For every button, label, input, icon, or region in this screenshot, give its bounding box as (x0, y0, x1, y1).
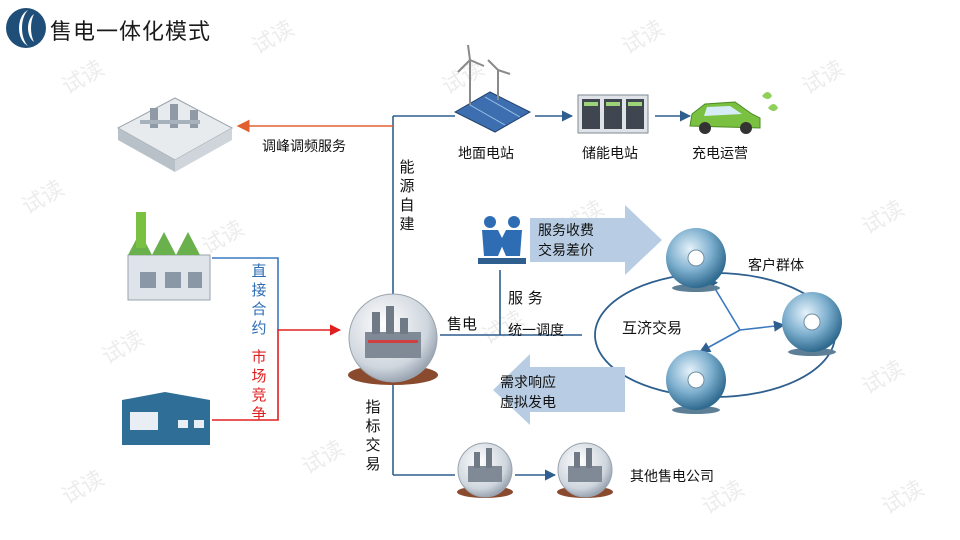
self-build-connector (392, 115, 455, 300)
service-fee-label: 服务收费 (538, 223, 594, 239)
customer-globe-icon-3 (666, 350, 726, 414)
mutual-trade-label: 互济交易 (622, 319, 683, 337)
electric-car-icon (689, 92, 778, 134)
battery-cabinet-icon (577, 94, 649, 134)
sell-power-label: 售电 (447, 315, 478, 333)
market-compete-label: 市场竞争 (251, 348, 267, 423)
service-label: 服 务 (508, 289, 543, 307)
logo-icon (6, 8, 46, 48)
factory-icon (127, 212, 211, 301)
other-company-globe-icon-2 (557, 442, 613, 498)
direct-contract-line (212, 257, 279, 330)
company-globe-icon (348, 293, 438, 385)
self-build-label: 能源自建 (399, 158, 415, 233)
customer-globe-icon (666, 228, 726, 292)
customer-globe-icon-2 (782, 292, 842, 356)
direct-contract-label: 直接合约 (251, 262, 267, 337)
charging-label: 充电运营 (692, 146, 748, 162)
other-companies-label: 其他售电公司 (630, 469, 714, 485)
virtual-gen-label: 虚拟发电 (500, 395, 556, 411)
demand-response-arrow (493, 354, 625, 425)
peak-service-label: 调峰调频服务 (262, 139, 346, 155)
customer-group-label: 客户群体 (748, 258, 804, 274)
trade-spread-label: 交易差价 (538, 243, 594, 259)
handshake-icon (478, 216, 526, 264)
index-trade-label: 指标交易 (365, 398, 381, 473)
ground-station-label: 地面电站 (458, 146, 514, 162)
market-compete-line (212, 324, 342, 421)
building-3d-icon (116, 97, 234, 172)
unified-dispatch-label: 统一调度 (508, 323, 564, 339)
demand-response-label: 需求响应 (500, 375, 556, 391)
solar-wind-icon (453, 44, 532, 133)
warehouse-icon (122, 392, 210, 445)
service-fee-arrow (530, 205, 662, 275)
other-company-globe-icon (457, 442, 513, 498)
storage-station-label: 储能电站 (582, 146, 638, 162)
page-title: 售电一体化模式 (50, 20, 212, 45)
index-trade-connector (392, 375, 455, 476)
